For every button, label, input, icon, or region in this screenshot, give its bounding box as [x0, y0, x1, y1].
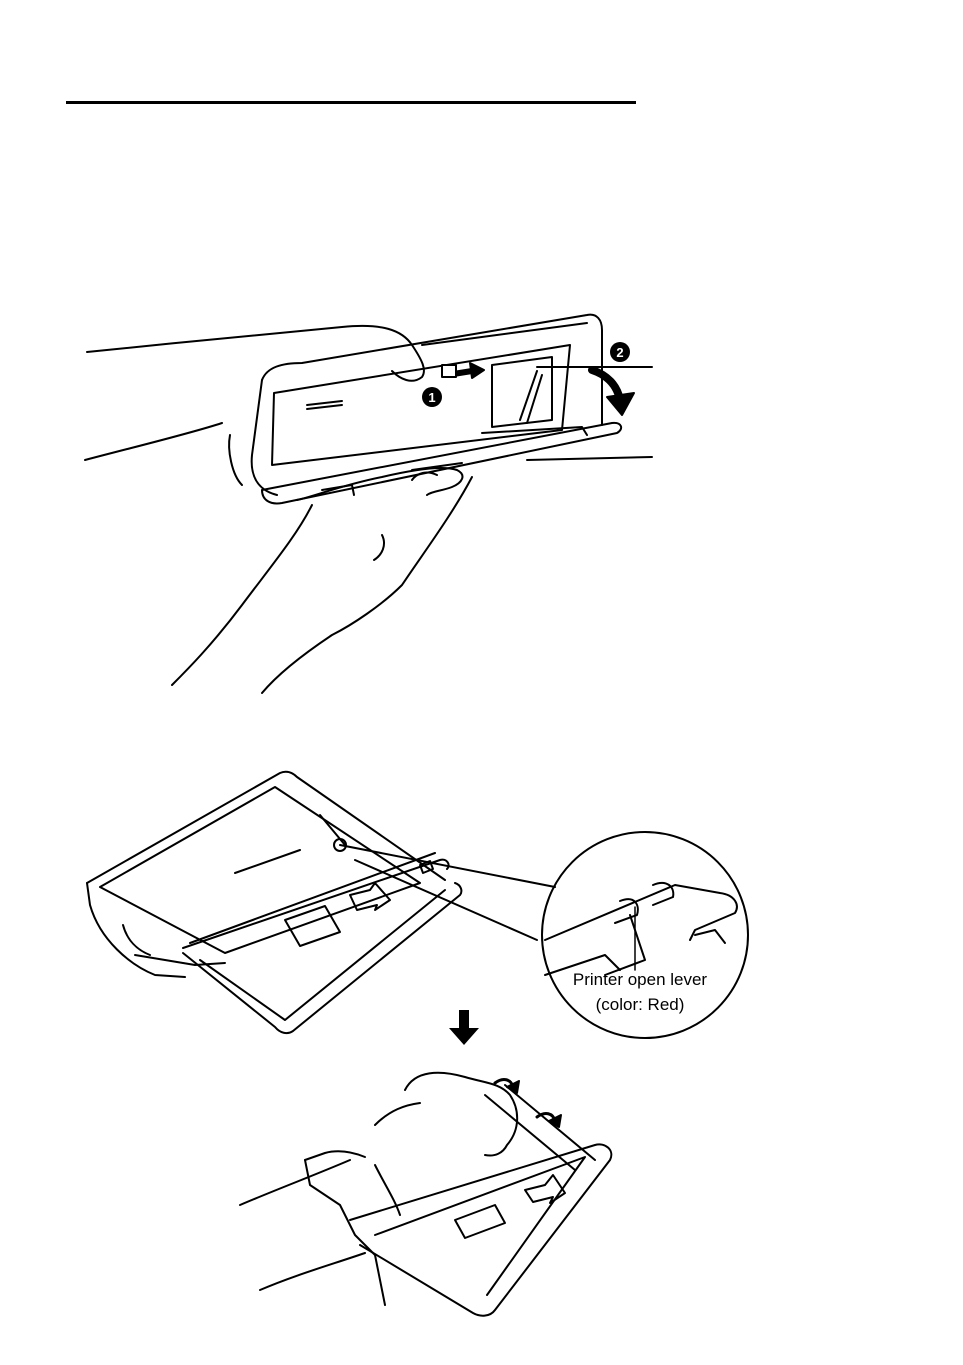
- callout-line-1: [340, 845, 555, 887]
- figure-opening-printer: 1 2: [82, 305, 662, 695]
- opened-printer: [87, 772, 461, 1033]
- leader-line-2: [527, 457, 652, 460]
- step-1-badge: 1: [422, 387, 442, 407]
- hand-lifting-lever: [240, 1073, 611, 1316]
- lower-hand: [172, 468, 472, 693]
- arrow-2: [592, 370, 634, 415]
- arrow-1: [442, 363, 484, 378]
- svg-text:1: 1: [428, 390, 435, 405]
- printer-open-lever-label: Printer open lever (color: Red): [573, 970, 708, 1014]
- down-arrow: [449, 1010, 479, 1045]
- label-line-1: Printer open lever: [573, 970, 708, 989]
- figure-printer-open-lever: Printer open lever (color: Red): [75, 765, 755, 1325]
- step-2-badge: 2: [610, 342, 630, 362]
- svg-text:2: 2: [616, 345, 623, 360]
- printer-tray: [262, 423, 621, 504]
- callout-line-2: [355, 860, 537, 940]
- label-line-2: (color: Red): [596, 995, 685, 1014]
- printer-body: [229, 315, 602, 495]
- section-rule: [66, 101, 636, 104]
